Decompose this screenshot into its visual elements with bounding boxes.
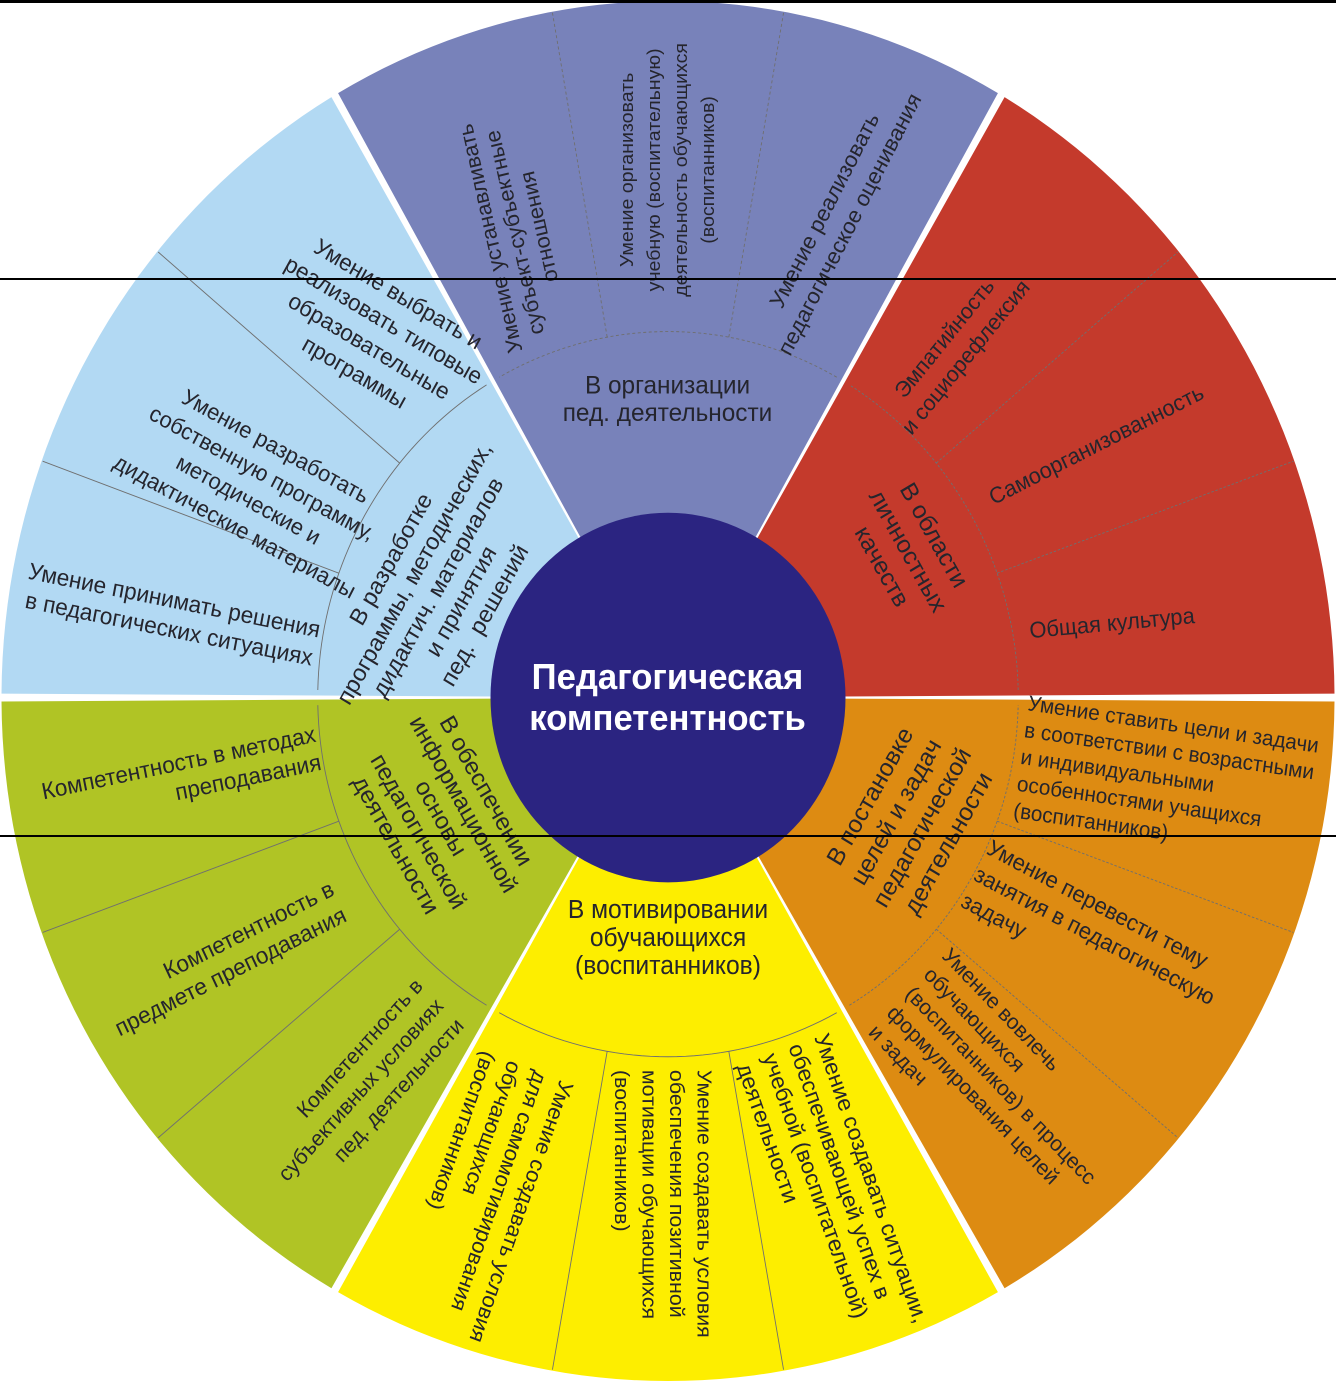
svg-text:В мотивировании: В мотивировании: [568, 895, 768, 924]
svg-text:Умение создавать условияобеспе: Умение создавать условияобеспечения пози…: [610, 1070, 715, 1338]
svg-text:Педагогическая: Педагогическая: [532, 657, 804, 698]
svg-text:компетентность: компетентность: [529, 697, 806, 738]
svg-text:В организации: В организации: [585, 371, 750, 400]
svg-text:обучающихся: обучающихся: [590, 923, 746, 952]
svg-text:пед. деятельности: пед. деятельности: [563, 399, 773, 428]
svg-text:(воспитанников): (воспитанников): [575, 952, 761, 981]
